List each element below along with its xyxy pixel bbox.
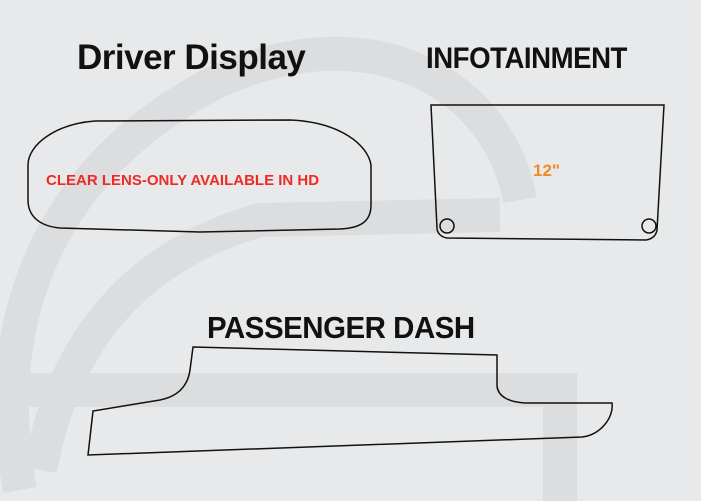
infotainment-outline[interactable] (430, 104, 665, 241)
infotainment-title: INFOTAINMENT (426, 42, 627, 75)
driver-display-outline[interactable] (27, 119, 372, 233)
driver-display-title: Driver Display (77, 38, 306, 77)
driver-display-note: CLEAR LENS-ONLY AVAILABLE IN HD (46, 172, 320, 189)
background-watermark-logo (0, 36, 577, 501)
infotainment-size-label: 12" (533, 161, 560, 180)
passenger-dash-title: PASSENGER DASH (207, 310, 475, 345)
passenger-dash-outline[interactable] (87, 346, 613, 456)
mount-hole-left (439, 218, 455, 234)
mount-hole-right (641, 218, 657, 234)
